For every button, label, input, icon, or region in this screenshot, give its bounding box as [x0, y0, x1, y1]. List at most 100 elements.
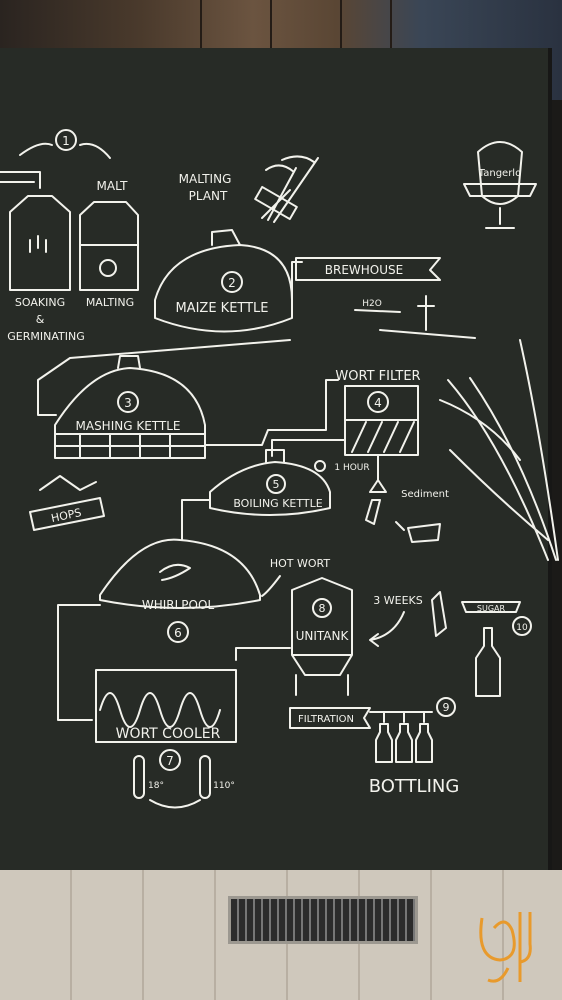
- wood-plank: [270, 0, 342, 90]
- mashing-kettle-bricks: [54, 433, 206, 459]
- wort-cooler-label: WORT COOLER: [116, 726, 221, 742]
- boiling-kettle-label: BOILING KETTLE: [233, 497, 322, 510]
- hot-wort-arrow: [261, 575, 281, 597]
- temp-exchange-arrow: [149, 799, 201, 809]
- unitank-label: UNITANK: [296, 629, 350, 643]
- wood-plank: [200, 0, 272, 90]
- bottling-label: BOTTLING: [369, 776, 460, 797]
- maize-kettle-label: MAIZE KETTLE: [175, 301, 268, 316]
- temp-low-label: 18°: [148, 781, 164, 791]
- malting-plant-label: MALTING: [179, 172, 232, 186]
- step-7-circle: [159, 749, 181, 771]
- step-9-circle: [436, 697, 456, 717]
- hops-banner: [29, 497, 105, 531]
- inlet-pipe: [0, 171, 41, 189]
- wort-filter-mesh: [345, 419, 418, 453]
- step-1-circle: [55, 129, 77, 151]
- unitank: [291, 577, 353, 696]
- h2o-label: H2O: [362, 299, 382, 309]
- hot-wort-label: HOT WORT: [270, 557, 331, 570]
- malt-label: MALT: [97, 179, 129, 193]
- step-1-brackets: [19, 142, 111, 159]
- glass-brand-label: Tangerlo: [478, 168, 521, 179]
- step-5-circle: [266, 474, 286, 494]
- wheat-bundle-icon: [261, 155, 319, 223]
- maize-kettle: [154, 244, 293, 333]
- soaking-label: SOAKING: [15, 296, 65, 309]
- step-3-circle: [117, 391, 139, 413]
- sugar-bottle: [475, 627, 501, 697]
- pipe-boiler-to-whirlpool: [181, 499, 211, 541]
- wheat-ribbon: [254, 185, 298, 221]
- wort-filter-tank: [344, 385, 419, 456]
- pipe-mash-to-filter: [204, 379, 339, 446]
- step-8-label: 8: [319, 602, 326, 615]
- sediment-label: Sediment: [401, 489, 449, 500]
- boiling-kettle-top: [265, 449, 285, 463]
- sugar-label: SUGAR: [477, 604, 506, 613]
- step-5-label: 5: [273, 478, 280, 491]
- thermometer-hot: [199, 755, 211, 799]
- water-source: [354, 295, 476, 339]
- pipe-filter-to-boiler: [271, 439, 346, 457]
- whirlpool-label: WHIRLPOOL: [142, 598, 215, 612]
- step-1-label: 1: [62, 134, 70, 148]
- soaking-tank: [9, 195, 71, 291]
- malting-plant-label-line2: PLANT: [189, 189, 228, 203]
- step-4-label: 4: [374, 396, 382, 410]
- step-10-circle: [512, 616, 532, 636]
- step-8-circle: [312, 598, 332, 618]
- maize-kettle-top: [211, 229, 241, 246]
- floor-drain-grate: [228, 896, 418, 944]
- step-2-label: 2: [228, 276, 236, 290]
- pipe-whirlpool-to-cooler: [57, 604, 101, 721]
- thermometer-cold: [133, 755, 145, 799]
- whirlpool-tank: [99, 538, 261, 609]
- three-weeks-arrow: [369, 611, 405, 647]
- boiling-kettle: [209, 461, 331, 516]
- step-7-label: 7: [166, 754, 174, 768]
- sugar-tube: [431, 591, 447, 637]
- mashing-kettle: [54, 367, 206, 459]
- soaking-ampersand: &: [36, 313, 45, 326]
- step-4-circle: [367, 391, 389, 413]
- germinating-label: GERMINATING: [7, 330, 84, 343]
- mashing-kettle-label: MASHING KETTLE: [76, 419, 181, 433]
- step-9-label: 9: [443, 701, 450, 714]
- tiled-floor: [0, 870, 562, 1000]
- filtration-banner: [289, 707, 371, 729]
- glass-ribbon: [463, 183, 537, 197]
- wood-plank: [140, 0, 202, 90]
- barley-icon: [439, 339, 559, 561]
- step-3-label: 3: [124, 396, 132, 410]
- wort-filter-outlet: [369, 454, 387, 493]
- brewhouse-label: BREWHOUSE: [325, 263, 403, 277]
- hops-label: HOPS: [50, 506, 83, 525]
- temp-high-label: 110°: [213, 781, 235, 791]
- malting-label: MALTING: [86, 296, 134, 309]
- mashing-kettle-top: [117, 355, 141, 369]
- step-2-circle: [221, 271, 243, 293]
- wort-cooler-coil: [99, 692, 221, 728]
- malt-seed: [99, 259, 117, 277]
- wort-cooler-box: [95, 669, 237, 743]
- whirlpool-swirl: [159, 563, 191, 581]
- clock-icon: [314, 460, 326, 472]
- brand-logo-icon: [479, 912, 532, 983]
- step-6-label: 6: [174, 626, 182, 640]
- filtration-label: FILTRATION: [298, 714, 354, 725]
- step-10-label: 10: [516, 623, 528, 633]
- wort-filter-label: WORT FILTER: [335, 369, 420, 384]
- sugar-banner: [461, 601, 521, 613]
- bottles-icon: [375, 723, 433, 763]
- step-6-circle: [167, 621, 189, 643]
- malting-tank: [79, 201, 139, 291]
- brewhouse-banner: [295, 257, 441, 281]
- three-weeks-label: 3 WEEKS: [373, 594, 422, 607]
- pipe-maize-to-mash: [37, 261, 303, 416]
- pipe-cooler-to-unitank: [235, 647, 291, 661]
- hops-leaves: [39, 475, 97, 491]
- soaking-drops: [29, 235, 47, 253]
- wood-plank: [340, 0, 392, 90]
